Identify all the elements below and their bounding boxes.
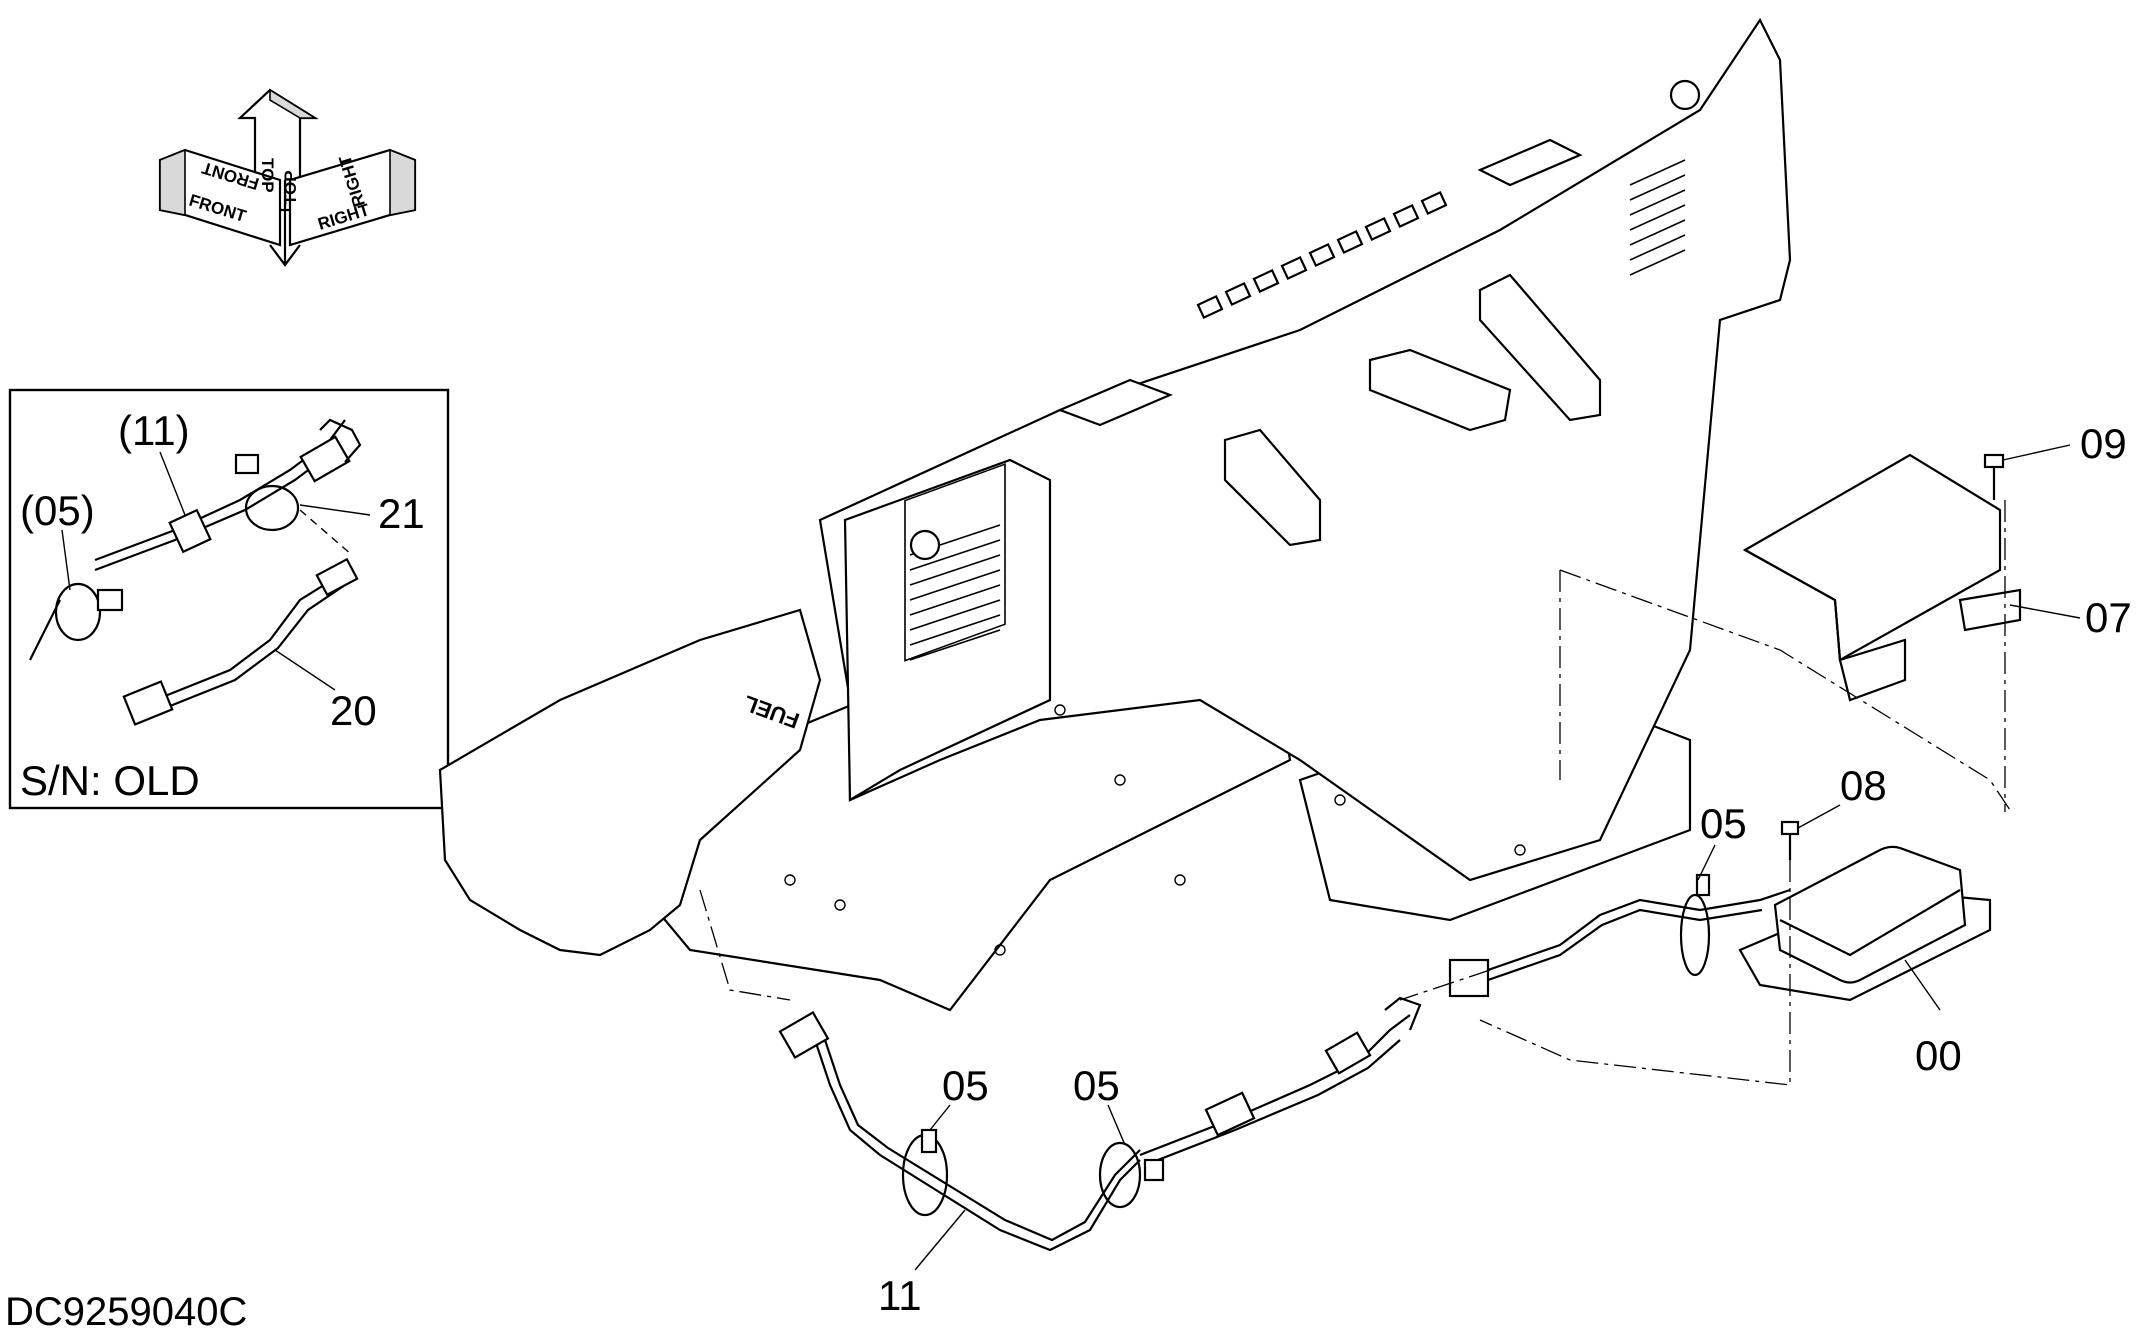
band-05-left-head (920, 1128, 938, 1154)
inset-leader-11 (159, 451, 186, 516)
leader-05c (1107, 1104, 1126, 1146)
callout-11: 11 (878, 1272, 922, 1319)
inset-clip (319, 418, 362, 463)
cover-07-flange-right (1958, 588, 2022, 632)
fuel-box-top (559, 608, 822, 841)
assembly-centerlines (699, 500, 2011, 1086)
top-label: TOP (258, 158, 277, 193)
inset-band-05 (54, 582, 102, 642)
panel-knob-left (909, 529, 941, 561)
inset-harness-20-b (154, 584, 346, 714)
callout-05-left: 05 (942, 1062, 989, 1109)
panel-knob-right (1669, 79, 1701, 111)
callout-08: 08 (1840, 762, 1887, 809)
centerline-harness-right (1399, 969, 1491, 1001)
centerline-bolt-08 (1479, 860, 1791, 1086)
inset-leader-05 (61, 529, 71, 591)
inset-band-21 (244, 484, 300, 532)
band-05-controller (1679, 893, 1711, 977)
cover-07-flange-left (1838, 638, 1907, 702)
inset-callout-20: 20 (330, 687, 377, 734)
inset-connector-b (299, 435, 351, 483)
harness-11-wire-d (1144, 1039, 1401, 1167)
right-grille (1629, 159, 1686, 276)
inset-harness-11 (94, 419, 346, 562)
inset-dashed-link (299, 509, 353, 556)
inset-wire-end (29, 599, 61, 661)
drawing-number: DC9259040C (5, 1290, 247, 1334)
leader-11 (914, 1209, 966, 1271)
top-recess-left (1057, 378, 1173, 427)
leader-05b (929, 1104, 951, 1131)
top-recess-right (1477, 138, 1583, 187)
inset-connector-a (168, 508, 212, 554)
serial-note: S/N: OLD (20, 757, 200, 804)
callout-05-right: 05 (1073, 1062, 1120, 1109)
callouts: 09 07 08 05 00 05 05 11 (878, 420, 2132, 1319)
inset-callout-05: (05) (20, 487, 95, 534)
centerline-cover (1559, 569, 2011, 811)
floor-bolt-holes (784, 704, 1526, 956)
harness-11-connector-right (1324, 1031, 1372, 1075)
cab-console-assembly: FUEL (438, 17, 1792, 1012)
bolt-08-head (1780, 820, 1800, 836)
bolt-09-head (1983, 453, 2005, 469)
inset-callout-11: (11) (118, 407, 190, 454)
inset-tie-head (234, 453, 260, 475)
top-arrow-shade (269, 88, 318, 119)
harness-11-wire-c (1139, 1014, 1411, 1157)
harness-11-wire-b (823, 1039, 1141, 1242)
left-grille (904, 463, 1006, 662)
inset-leader-20 (274, 649, 336, 691)
inset-connector-d (315, 557, 359, 597)
centerline-harness-left (699, 889, 791, 1001)
lever-handle-left (1223, 428, 1322, 547)
leader-00 (1904, 959, 1941, 1011)
cover-07-edge (1744, 549, 1842, 661)
inset-callout-21: 21 (378, 490, 425, 537)
band-05-right-head (1143, 1158, 1165, 1182)
callout-09: 09 (2080, 420, 2127, 467)
leader-05a (1697, 844, 1716, 881)
harness-11-connector-left (778, 1011, 830, 1059)
harness-11-wire-a (813, 1039, 1141, 1252)
controller-00-edge (1779, 889, 1961, 957)
callout-07: 07 (2085, 594, 2132, 641)
leader-07 (2009, 604, 2081, 619)
cover-07 (1742, 453, 2002, 662)
inset-connector-c (122, 680, 174, 726)
controller-lead-b (1487, 908, 1763, 982)
band-05-controller-head (1695, 873, 1711, 897)
controller-lead-a (1487, 888, 1791, 972)
callout-05-controller: 05 (1700, 800, 1747, 847)
harness-band-05-right (1098, 1141, 1142, 1209)
orientation-corner (269, 244, 301, 267)
orientation-indicator: FRONT FRONT TOP TOP RIGHT RIGHT (158, 88, 417, 267)
old-serial-inset: (11) (05) 21 20 S/N: OLD (8, 388, 450, 810)
leader-08 (1797, 804, 1841, 829)
controller-00-body (1773, 845, 1967, 984)
junction-connector (1448, 958, 1490, 998)
right-arrow-shade (389, 148, 416, 216)
harness-11 (778, 996, 1422, 1252)
top-label-mirrored: TOP (281, 170, 300, 205)
switch-row (1196, 190, 1448, 320)
console-main-panel (818, 17, 1792, 882)
lever-handle-right (1478, 273, 1602, 422)
leader-09 (2002, 444, 2071, 461)
lever-handle-center (1368, 348, 1512, 432)
inset-tie-head-05 (96, 588, 124, 612)
inset-frame (8, 388, 450, 810)
controller-parts (1738, 453, 2022, 1002)
inset-harness-20 (154, 574, 341, 702)
front-arrow-shade (159, 148, 186, 216)
harness-11-connector-mid (1204, 1091, 1256, 1137)
harness-to-controller (1448, 873, 1791, 998)
inset-leader-21 (299, 504, 371, 516)
callout-00: 00 (1915, 1032, 1962, 1079)
harness-11-clip (1384, 996, 1422, 1031)
